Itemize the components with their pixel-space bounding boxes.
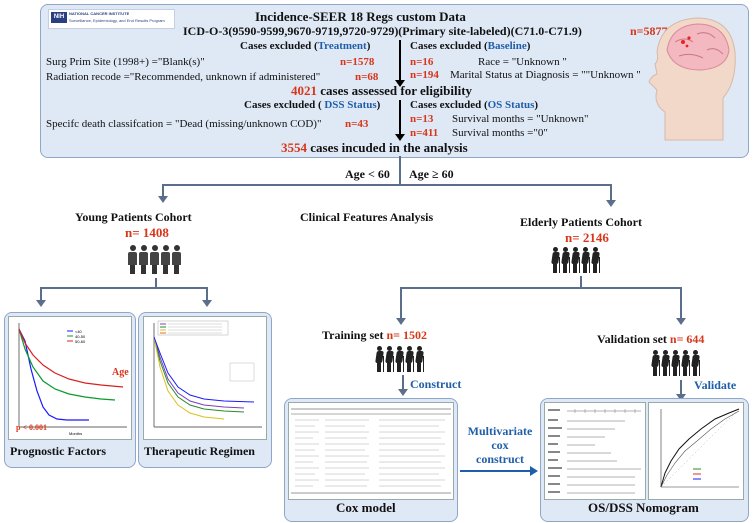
icd-subtitle: ICD-O-3(9590-9599,9670-9719,9720-9729)(P… [183, 24, 582, 38]
multivariate-construct-label: Multivariate cox construct [467, 424, 533, 466]
multivariate-arrow [460, 470, 532, 472]
validate-label: Validate [694, 378, 737, 392]
nomogram-label: OS/DSS Nomogram [588, 500, 699, 515]
therapeutic-km-plot [143, 316, 267, 440]
construct-label: Construct [410, 377, 462, 391]
construct-arrowhead [398, 389, 408, 396]
prognostic-factors-label: Prognostic Factors [10, 444, 107, 458]
elderly-arrowhead-right [676, 318, 686, 325]
cox-table-svg [291, 408, 451, 494]
young-branch-left [40, 287, 42, 302]
flow-arrow-2 [399, 100, 401, 138]
km-curve-40-50 [18, 328, 116, 401]
included-line: 3554 cases incuded in the analysis [281, 140, 468, 155]
survival-unknown-criterion: Survival months = "Unknown" [452, 113, 589, 125]
death-excluded-count: n=43 [345, 118, 369, 130]
legend-50-60: 50-60 [75, 339, 86, 344]
young-stem [155, 278, 157, 288]
survival-zero-count: n=411 [410, 127, 439, 139]
young-cohort-n: n= 1408 [125, 225, 169, 240]
nih-logo-badge: NIH [51, 12, 67, 23]
validate-arrow [680, 380, 682, 396]
split-right-drop [610, 184, 612, 202]
young-cohort-title: Young Patients Cohort [75, 210, 192, 224]
logo-line-1: NATIONAL CANCER INSTITUTE [69, 11, 130, 16]
therapeutic-km-svg [153, 320, 262, 428]
flow-arrow-1 [399, 40, 401, 82]
survival-zero-criterion: Survival months ="0" [452, 127, 548, 139]
eligibility-flow-box [40, 4, 749, 158]
prognostic-km-plot: <40 40-50 50-60 Months [8, 316, 132, 440]
young-branch-right [206, 287, 208, 302]
legend-under-40: <40 [75, 329, 83, 334]
legend-40-50: 40-50 [75, 334, 86, 339]
surgery-criterion: Surg Prim Site (1998+) ="Blank(s)" [46, 56, 205, 68]
elderly-branch-left [400, 287, 402, 320]
radiation-criterion: Radiation recode ="Recommended, unknown … [46, 71, 321, 83]
km-curve-50-60 [18, 328, 124, 388]
logo-line-2: Surveillance, Epidemiology, and End Resu… [69, 18, 165, 23]
marital-excluded-count: n=194 [410, 69, 439, 81]
validate-arrowhead [676, 394, 686, 401]
radiation-excluded-count: n=68 [355, 71, 379, 83]
cox-model-label: Cox model [336, 500, 396, 515]
age-under-60-label: Age < 60 [345, 167, 390, 181]
elderly-patients-icon [551, 247, 608, 275]
split-bar [162, 184, 612, 186]
construct-arrow [402, 375, 404, 391]
split-left-drop [162, 184, 164, 198]
cox-table [288, 402, 454, 500]
nomogram-chart [544, 402, 646, 500]
multivariate-arrowhead [530, 466, 538, 476]
survival-unknown-count: n=13 [410, 113, 434, 125]
flow-arrowhead-2 [395, 134, 405, 141]
total-cases: n=5877 [630, 24, 668, 38]
validation-patients-icon [651, 350, 708, 378]
surgery-excluded-count: n=1578 [340, 56, 375, 68]
baseline-exclusion-heading: Cases excluded (Baseline) [410, 40, 531, 52]
elderly-stem [580, 276, 582, 288]
young-patients-icon [128, 245, 184, 277]
km-xlabel: Months [69, 431, 82, 436]
roc-chart [648, 402, 744, 500]
dss-exclusion-heading: Cases excluded ( DSS Status) [244, 99, 381, 111]
head-profile-icon [648, 17, 736, 141]
young-arrowhead-left [36, 300, 46, 307]
nomogram-svg [548, 409, 641, 494]
prognostic-km-svg: <40 40-50 50-60 Months [18, 323, 127, 436]
young-arrowhead-right [202, 300, 212, 307]
eligibility-line: 4021 cases assessed for eligibility [291, 83, 473, 98]
therapeutic-regimen-label: Therapeutic Regimen [144, 444, 255, 458]
clinical-analysis-label: Clinical Features Analysis [300, 210, 434, 224]
age-60-plus-label: Age ≥ 60 [409, 167, 454, 181]
seer-logo: NIH NATIONAL CANCER INSTITUTE Surveillan… [48, 9, 175, 29]
elderly-cohort-title: Elderly Patients Cohort [520, 215, 642, 229]
split-stem [399, 156, 401, 186]
p-value-annotation: p < 0.001 [16, 423, 48, 432]
death-classification-criterion: Specifc death classifcation = "Dead (mis… [46, 118, 322, 130]
elderly-cohort-n: n= 2146 [565, 230, 609, 245]
elderly-arrowhead-left [396, 318, 406, 325]
roc-svg [660, 408, 740, 488]
data-source-title: Incidence-SEER 18 Regs custom Data [255, 9, 466, 24]
training-patients-icon [375, 346, 432, 374]
treatment-exclusion-heading: Cases excluded (Treatment) [240, 40, 371, 52]
os-exclusion-heading: Cases excluded (OS Status) [410, 99, 539, 111]
split-right-arrowhead [606, 200, 616, 207]
training-set-label: Training set n= 1502 [322, 328, 427, 342]
flow-arrowhead-1 [395, 80, 405, 87]
split-left-arrowhead [158, 196, 168, 203]
race-excluded-count: n=16 [410, 56, 434, 68]
elderly-branch-bar [400, 287, 682, 289]
elderly-branch-right [680, 287, 682, 320]
validation-set-label: Validation set n= 644 [597, 332, 705, 346]
age-annotation: Age [112, 367, 129, 378]
marital-criterion: Marital Status at Diagnosis = ""Unknown … [450, 69, 641, 81]
race-criterion: Race = "Unknown " [478, 56, 567, 68]
young-branch-bar [40, 287, 208, 289]
